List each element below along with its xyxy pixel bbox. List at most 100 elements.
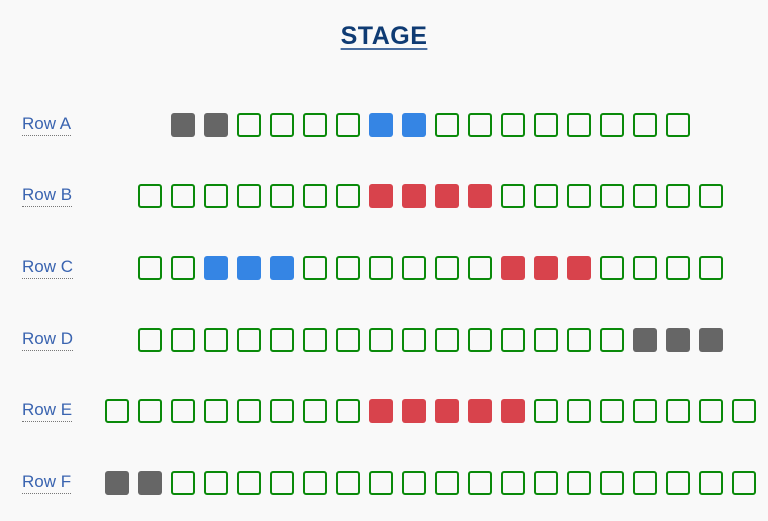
seat-available[interactable]: [336, 328, 360, 352]
seat-available[interactable]: [138, 328, 162, 352]
seat-available[interactable]: [237, 184, 261, 208]
seat-available[interactable]: [369, 256, 393, 280]
seat-available[interactable]: [204, 399, 228, 423]
seat-available[interactable]: [468, 113, 492, 137]
seat-available[interactable]: [402, 328, 426, 352]
seat-available[interactable]: [369, 328, 393, 352]
seat-available[interactable]: [336, 471, 360, 495]
seat-available[interactable]: [402, 471, 426, 495]
seat-available[interactable]: [204, 471, 228, 495]
seat-available[interactable]: [666, 113, 690, 137]
seat-available[interactable]: [204, 184, 228, 208]
seat-available[interactable]: [369, 471, 393, 495]
seat-available[interactable]: [270, 399, 294, 423]
seat-available[interactable]: [567, 113, 591, 137]
seat-available[interactable]: [666, 471, 690, 495]
seat-available[interactable]: [633, 399, 657, 423]
seat-available[interactable]: [303, 399, 327, 423]
row-label[interactable]: Row B: [22, 185, 73, 207]
seat-available[interactable]: [468, 256, 492, 280]
seat-selected[interactable]: [270, 256, 294, 280]
seat-available[interactable]: [171, 256, 195, 280]
seat-available[interactable]: [666, 399, 690, 423]
seat-available[interactable]: [567, 328, 591, 352]
seat-available[interactable]: [600, 184, 624, 208]
seat-available[interactable]: [336, 113, 360, 137]
seat-selected[interactable]: [402, 113, 426, 137]
seat-row-row-d: Row D: [0, 328, 768, 354]
seat-available[interactable]: [303, 471, 327, 495]
seat-available[interactable]: [138, 399, 162, 423]
seat-available[interactable]: [501, 184, 525, 208]
seat-available[interactable]: [468, 328, 492, 352]
seat-available[interactable]: [303, 328, 327, 352]
seat-available[interactable]: [600, 113, 624, 137]
row-label[interactable]: Row E: [22, 400, 73, 422]
seat-available[interactable]: [699, 256, 723, 280]
seat-available[interactable]: [138, 256, 162, 280]
seat-available[interactable]: [435, 113, 459, 137]
seat-available[interactable]: [237, 113, 261, 137]
seat-available[interactable]: [567, 399, 591, 423]
seat-available[interactable]: [666, 184, 690, 208]
seat-available[interactable]: [600, 471, 624, 495]
seat-available[interactable]: [303, 113, 327, 137]
seat-available[interactable]: [699, 471, 723, 495]
seat-available[interactable]: [105, 399, 129, 423]
seat-available[interactable]: [204, 328, 228, 352]
seat-available[interactable]: [567, 184, 591, 208]
seat-available[interactable]: [567, 471, 591, 495]
seat-available[interactable]: [303, 256, 327, 280]
seat-available[interactable]: [633, 256, 657, 280]
seat-available[interactable]: [336, 256, 360, 280]
seat-available[interactable]: [270, 471, 294, 495]
row-label[interactable]: Row D: [22, 329, 74, 351]
seat-available[interactable]: [534, 113, 558, 137]
seat-available[interactable]: [435, 256, 459, 280]
seat-available[interactable]: [633, 113, 657, 137]
seat-available[interactable]: [600, 399, 624, 423]
seat-available[interactable]: [468, 471, 492, 495]
seat-available[interactable]: [633, 471, 657, 495]
seat-available[interactable]: [633, 184, 657, 208]
seat-available[interactable]: [237, 328, 261, 352]
seat-available[interactable]: [501, 471, 525, 495]
seat-available[interactable]: [534, 328, 558, 352]
seat-available[interactable]: [699, 399, 723, 423]
seat-available[interactable]: [666, 256, 690, 280]
seat-available[interactable]: [402, 256, 426, 280]
seat-available[interactable]: [501, 113, 525, 137]
seat-available[interactable]: [501, 328, 525, 352]
seat-available[interactable]: [732, 471, 756, 495]
seat-unavailable: [171, 113, 195, 137]
seat-available[interactable]: [435, 471, 459, 495]
seat-available[interactable]: [171, 184, 195, 208]
seat-available[interactable]: [171, 471, 195, 495]
row-label[interactable]: Row A: [22, 114, 72, 136]
seat-available[interactable]: [732, 399, 756, 423]
seat-available[interactable]: [600, 256, 624, 280]
seat-available[interactable]: [699, 184, 723, 208]
seat-selected[interactable]: [237, 256, 261, 280]
seat-available[interactable]: [303, 184, 327, 208]
seat-available[interactable]: [534, 471, 558, 495]
seat-available[interactable]: [237, 471, 261, 495]
seat-selected[interactable]: [369, 113, 393, 137]
row-label[interactable]: Row F: [22, 472, 72, 494]
seat-available[interactable]: [270, 328, 294, 352]
seat-available[interactable]: [237, 399, 261, 423]
seat-available[interactable]: [534, 184, 558, 208]
row-label[interactable]: Row C: [22, 257, 74, 279]
seat-available[interactable]: [171, 328, 195, 352]
seat-selected[interactable]: [204, 256, 228, 280]
seat-available[interactable]: [336, 399, 360, 423]
seat-available[interactable]: [336, 184, 360, 208]
seat-available[interactable]: [534, 399, 558, 423]
seat-available[interactable]: [435, 328, 459, 352]
seat-available[interactable]: [270, 113, 294, 137]
seat-reserved: [468, 184, 492, 208]
seat-available[interactable]: [270, 184, 294, 208]
seat-available[interactable]: [171, 399, 195, 423]
seat-available[interactable]: [138, 184, 162, 208]
seat-available[interactable]: [600, 328, 624, 352]
